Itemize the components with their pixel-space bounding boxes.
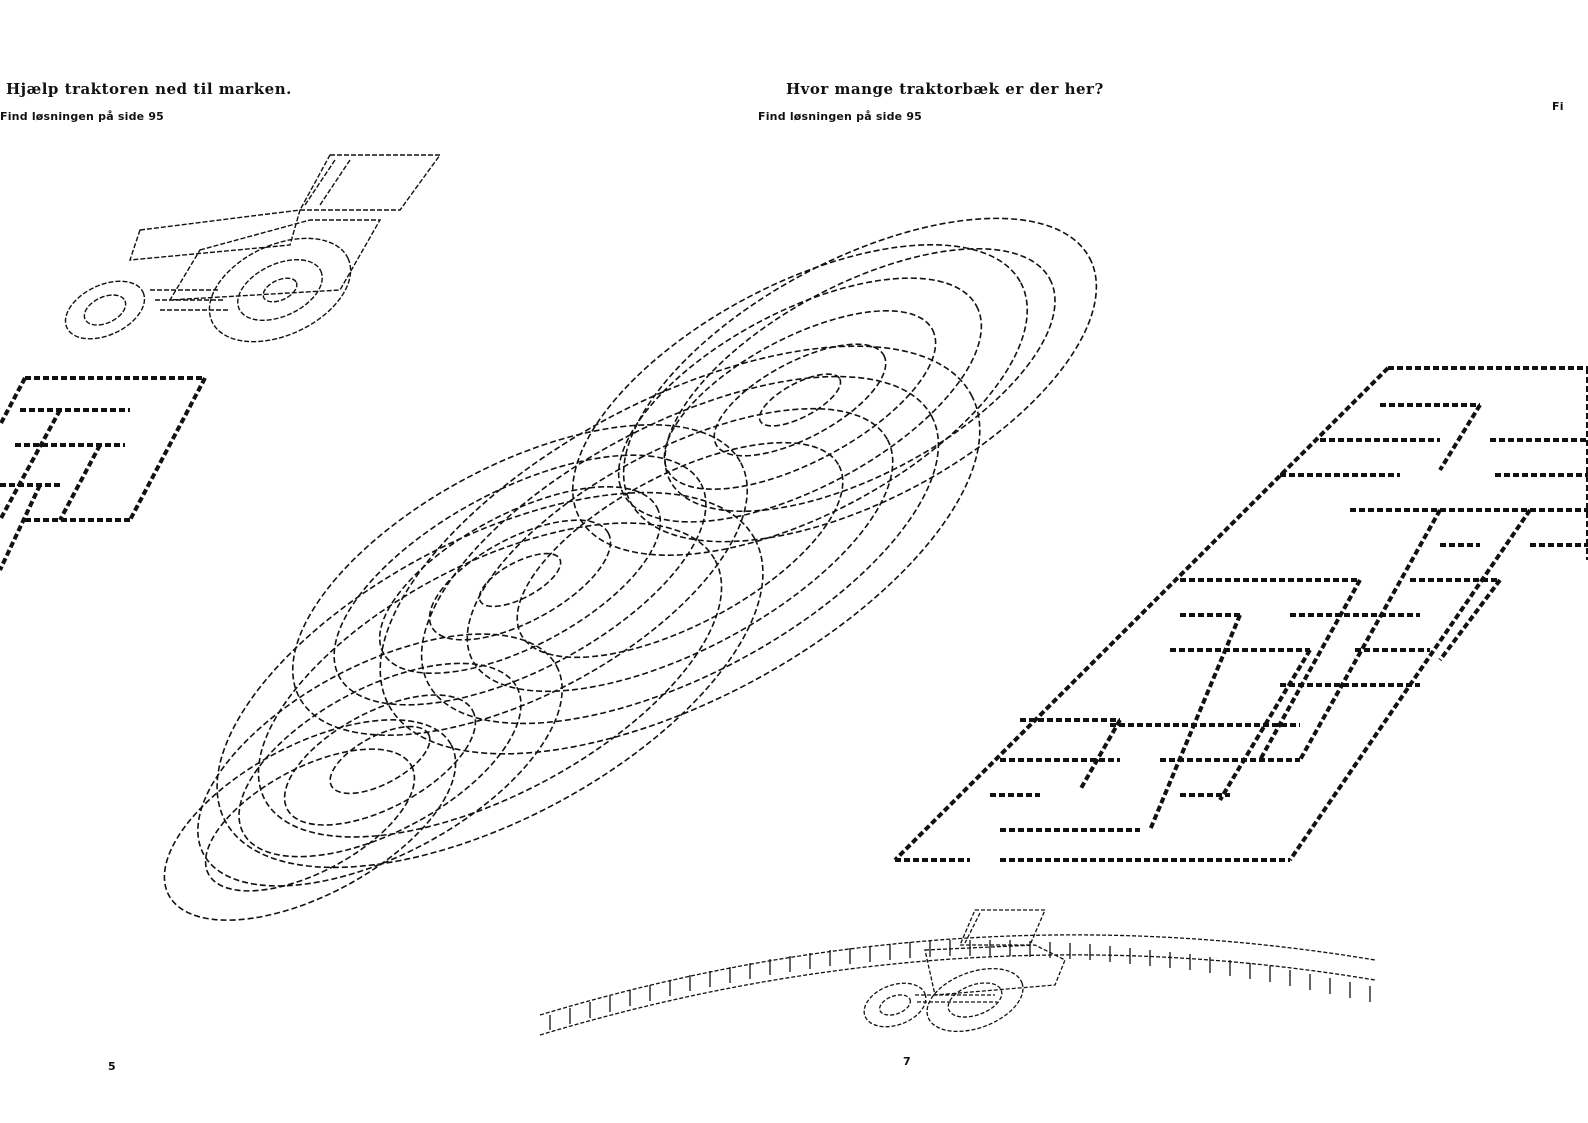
tractor-icon: [64, 154, 442, 343]
right-hint: Find løsningen på side 95: [758, 110, 923, 123]
left-page-number: 5: [108, 1060, 116, 1073]
left-heading: Hjælp traktoren ned til marken.: [6, 80, 292, 98]
left-maze: [0, 376, 207, 571]
right-page-number: 7: [903, 1055, 911, 1068]
tire-tracks-icon: [163, 217, 1098, 921]
fence-icon: [539, 934, 1376, 1036]
right-maze: [893, 366, 1588, 862]
left-hint: Find løsningen på side 95: [0, 110, 165, 123]
tractor-icon: [863, 909, 1066, 1033]
right-heading: Hvor mange traktorbæk er der her?: [786, 80, 1104, 98]
far-right-hint: Fi: [1552, 100, 1564, 113]
